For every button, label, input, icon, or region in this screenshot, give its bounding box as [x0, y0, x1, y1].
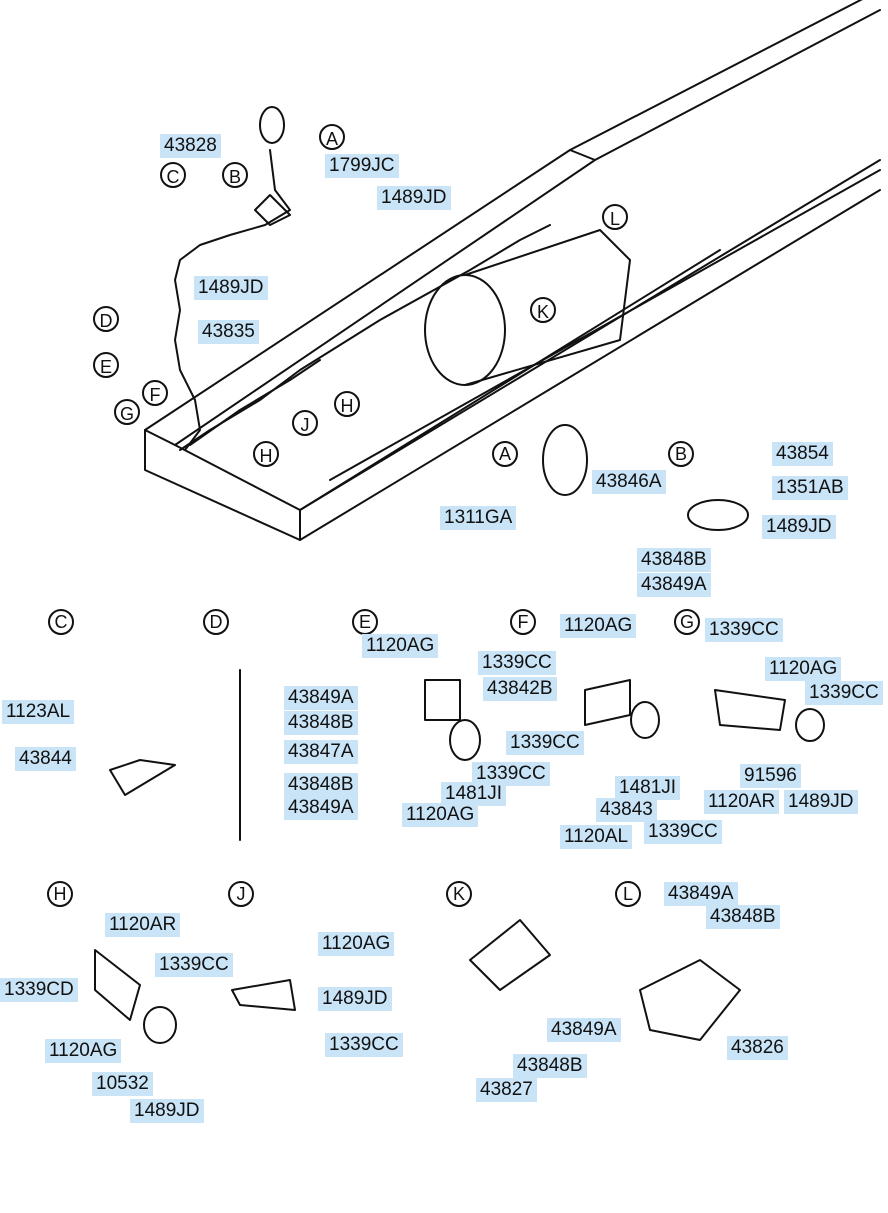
label-1489JD-j: 1489JD — [318, 987, 392, 1011]
brake-line-drawing — [174, 149, 551, 451]
label-43849A-a: 43849A — [637, 573, 711, 597]
label-1120AG-g: 1120AG — [765, 657, 842, 681]
label-43848B-a: 43848B — [637, 548, 711, 572]
label-1489JD-g: 1489JD — [784, 790, 858, 814]
section-G: G — [674, 609, 700, 635]
label-43854: 43854 — [772, 442, 833, 466]
section-L: L — [615, 881, 641, 907]
callout-J: J — [292, 410, 318, 436]
section-D: D — [203, 609, 229, 635]
label-1489JD-main-b: 1489JD — [194, 276, 268, 300]
label-43826: 43826 — [727, 1036, 788, 1060]
tank-drawing — [424, 229, 631, 386]
label-43849A-d1: 43849A — [284, 686, 358, 710]
section-A: A — [492, 441, 518, 467]
label-1489JD-b: 1489JD — [762, 515, 836, 539]
label-43849A-k: 43849A — [547, 1018, 621, 1042]
label-1120AR-g: 1120AR — [704, 790, 780, 814]
label-1120AG-j: 1120AG — [318, 932, 395, 956]
callout-H-upper: H — [334, 391, 360, 417]
label-1123AL: 1123AL — [2, 700, 75, 724]
label-1489JD-h: 1489JD — [130, 1099, 204, 1123]
label-1351AB: 1351AB — [772, 476, 848, 500]
label-43844: 43844 — [15, 747, 76, 771]
callout-L: L — [602, 204, 628, 230]
label-43847A: 43847A — [284, 740, 358, 764]
frame-rail-drawing — [144, 0, 881, 541]
label-1339CC-h: 1339CC — [155, 953, 233, 977]
label-43849A-l: 43849A — [664, 882, 738, 906]
label-1799JC: 1799JC — [325, 154, 399, 178]
label-1311GA: 1311GA — [440, 506, 517, 530]
callout-H-lower: H — [253, 441, 279, 467]
callout-F: F — [142, 380, 168, 406]
callout-K: K — [530, 297, 556, 323]
label-43849A-d2: 43849A — [284, 796, 358, 820]
label-1339CC-e2: 1339CC — [506, 731, 584, 755]
label-43842B: 43842B — [483, 677, 557, 701]
label-1120AR-h: 1120AR — [105, 913, 181, 937]
label-1120AL: 1120AL — [560, 825, 633, 849]
label-1120AG-h: 1120AG — [45, 1039, 122, 1063]
label-1339CC-f1: 1339CC — [472, 762, 550, 786]
label-1120AG-e2: 1120AG — [402, 803, 479, 827]
label-1339CC-g2: 1339CC — [805, 681, 883, 705]
label-43828: 43828 — [160, 134, 221, 158]
label-1339CC-j: 1339CC — [325, 1033, 403, 1057]
label-10532: 10532 — [92, 1072, 153, 1096]
label-1339CC-g1: 1339CC — [705, 618, 783, 642]
label-43848B-d2: 43848B — [284, 773, 358, 797]
section-E: E — [352, 609, 378, 635]
section-C: C — [48, 609, 74, 635]
callout-C: C — [160, 162, 186, 188]
label-1120AG-e1: 1120AG — [362, 634, 439, 658]
label-43846A: 43846A — [592, 470, 666, 494]
label-1339CC-e1: 1339CC — [478, 651, 556, 675]
label-43835: 43835 — [198, 320, 259, 344]
section-B: B — [668, 441, 694, 467]
label-1339CC-f2: 1339CC — [644, 820, 722, 844]
label-43843: 43843 — [596, 798, 657, 822]
section-H: H — [47, 881, 73, 907]
label-1481JI-f: 1481JI — [615, 776, 681, 800]
section-K: K — [446, 881, 472, 907]
label-1120AG-a: 1120AG — [560, 614, 637, 638]
section-F: F — [510, 609, 536, 635]
label-1489JD-main-a: 1489JD — [377, 186, 451, 210]
label-43848B-d1: 43848B — [284, 711, 358, 735]
label-91596: 91596 — [740, 764, 801, 788]
callout-A: A — [319, 124, 345, 150]
label-43848B-k: 43848B — [513, 1054, 587, 1078]
label-1481JI-e: 1481JI — [441, 782, 507, 806]
callout-B: B — [222, 162, 248, 188]
callout-G: G — [114, 399, 140, 425]
section-J: J — [228, 881, 254, 907]
callout-D: D — [93, 306, 119, 332]
label-43848B-l: 43848B — [706, 905, 780, 929]
label-1339CD: 1339CD — [0, 978, 78, 1002]
callout-E: E — [93, 352, 119, 378]
component-sketches — [94, 106, 825, 1044]
label-43827: 43827 — [476, 1078, 537, 1102]
